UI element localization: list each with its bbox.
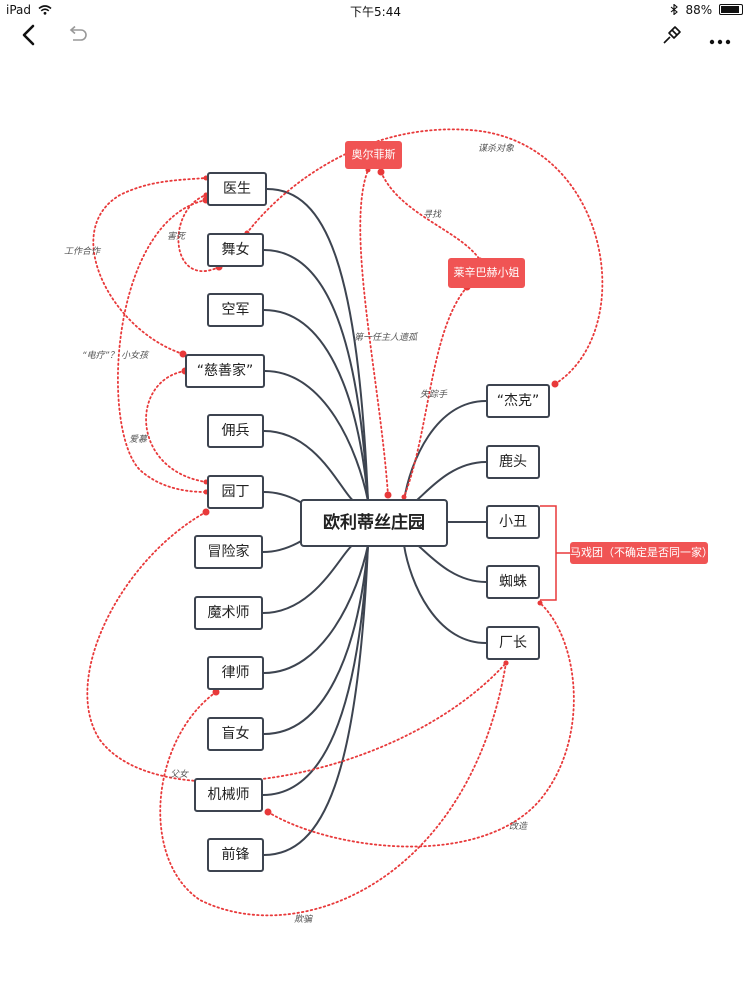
style-button[interactable]	[656, 24, 688, 56]
connector-line-doctor	[266, 188, 369, 502]
connector-line-lawyer	[263, 544, 369, 674]
node-spider[interactable]: 蜘蛛	[486, 565, 540, 599]
node-dancer[interactable]: 舞女	[207, 233, 264, 267]
connector-line-mechanic	[262, 544, 369, 796]
back-button[interactable]	[14, 24, 46, 56]
node-magician[interactable]: 魔术师	[194, 596, 263, 630]
label-cooperate: 工作合作	[64, 247, 101, 257]
relation-center-orpheus-start-dot	[384, 491, 392, 499]
relation-lawyer-factory-owner-start-dot	[212, 688, 220, 696]
label-first-owner: 第一任主人遗孤	[354, 333, 418, 343]
node-doctor[interactable]: 医生	[207, 172, 267, 206]
wifi-icon	[38, 5, 52, 15]
connector-line-jack	[403, 400, 487, 502]
relation-philanthropist-doctor-start-dot	[179, 350, 187, 358]
relation-philanthropist-doctor	[92, 177, 207, 355]
relation-mechanic-spider-start-dot	[264, 808, 272, 816]
node-deer-head[interactable]: 鹿头	[486, 445, 540, 479]
battery-icon	[719, 4, 743, 15]
more-button[interactable]	[704, 24, 736, 56]
undo-icon	[69, 25, 87, 41]
central-node[interactable]: 欧利蒂丝庄园	[300, 499, 448, 547]
relation-lawyer-factory-owner	[159, 662, 507, 917]
device-label: iPad	[6, 3, 52, 17]
undo-button[interactable]	[62, 24, 94, 56]
label-lost-hand: 失踪手	[420, 390, 448, 400]
label-deceive: 欺骗	[294, 915, 313, 925]
node-blind-girl[interactable]: 盲女	[207, 717, 264, 751]
relation-orpheus-nightingale	[380, 171, 481, 261]
label-electro: “电疗”？ 小女孩	[82, 351, 149, 361]
node-clown[interactable]: 小丑	[486, 505, 540, 539]
connector-line-factory-owner	[403, 544, 487, 644]
node-gardener[interactable]: 园丁	[207, 475, 264, 509]
connector-line-philanthropist	[264, 370, 369, 502]
relation-doctor-gardener	[117, 199, 207, 493]
relation-mechanic-spider-end-arrow	[537, 600, 543, 606]
chevron-left-icon	[22, 24, 35, 46]
node-jack[interactable]: “杰克”	[486, 384, 550, 418]
node-adventurer[interactable]: 冒险家	[194, 535, 263, 569]
relation-orpheus-nightingale-start-dot	[377, 168, 385, 176]
bluetooth-icon	[670, 3, 678, 16]
group-bracket	[540, 505, 557, 601]
node-mercenary[interactable]: 佣兵	[207, 414, 264, 448]
connector-line-blind-girl	[263, 544, 369, 735]
connector-line-forward	[263, 544, 369, 856]
node-mechanic[interactable]: 机械师	[194, 778, 263, 812]
relation-gardener-factory-owner-start-dot	[202, 508, 210, 516]
relation-center-orpheus	[359, 169, 389, 496]
relation-nightingale-center-end-arrow	[401, 494, 407, 500]
tag-orpheus[interactable]: 奥尔菲斯	[345, 141, 402, 169]
node-pilot[interactable]: 空军	[207, 293, 264, 327]
node-lawyer[interactable]: 律师	[207, 656, 264, 690]
status-right: 88%	[670, 3, 743, 17]
relation-gardener-factory-owner	[86, 511, 507, 783]
label-father-daughter: 父女	[170, 770, 189, 780]
relation-jack-dancer-start-dot	[551, 380, 559, 388]
relation-lawyer-factory-owner-end-arrow	[503, 660, 509, 666]
label-search: 寻找	[423, 210, 442, 220]
connector-line-dancer	[263, 249, 369, 502]
relation-jack-dancer	[246, 128, 604, 385]
node-philanthropist[interactable]: “慈善家”	[185, 354, 265, 388]
connector-line-pilot	[263, 309, 369, 502]
clock: 下午5:44	[350, 5, 401, 19]
relation-nightingale-center	[403, 286, 468, 498]
node-forward[interactable]: 前锋	[207, 838, 264, 872]
toolbar	[0, 22, 751, 56]
node-factory-owner[interactable]: 厂长	[486, 626, 540, 660]
label-modify: 改造	[509, 822, 528, 832]
relation-mechanic-spider	[267, 602, 575, 848]
connector-line-magician	[262, 542, 359, 614]
tag-nightingale[interactable]: 莱辛巴赫小姐	[448, 258, 525, 288]
label-love: 爱慕	[129, 435, 148, 445]
label-harm: 害死	[167, 232, 186, 242]
battery-percent: 88%	[685, 3, 713, 17]
connector-line-mercenary	[263, 430, 359, 503]
paint-brush-icon	[663, 26, 681, 44]
relation-philanthropist-gardener	[145, 370, 207, 483]
status-bar: iPad 下午5:44 88%	[0, 0, 751, 20]
relation-dancer-doctor	[177, 194, 220, 272]
label-murder-target: 谋杀对象	[478, 144, 515, 154]
tag-circus-group[interactable]: 马戏团（不确定是否同一家）	[570, 542, 713, 564]
more-icon	[709, 39, 731, 45]
